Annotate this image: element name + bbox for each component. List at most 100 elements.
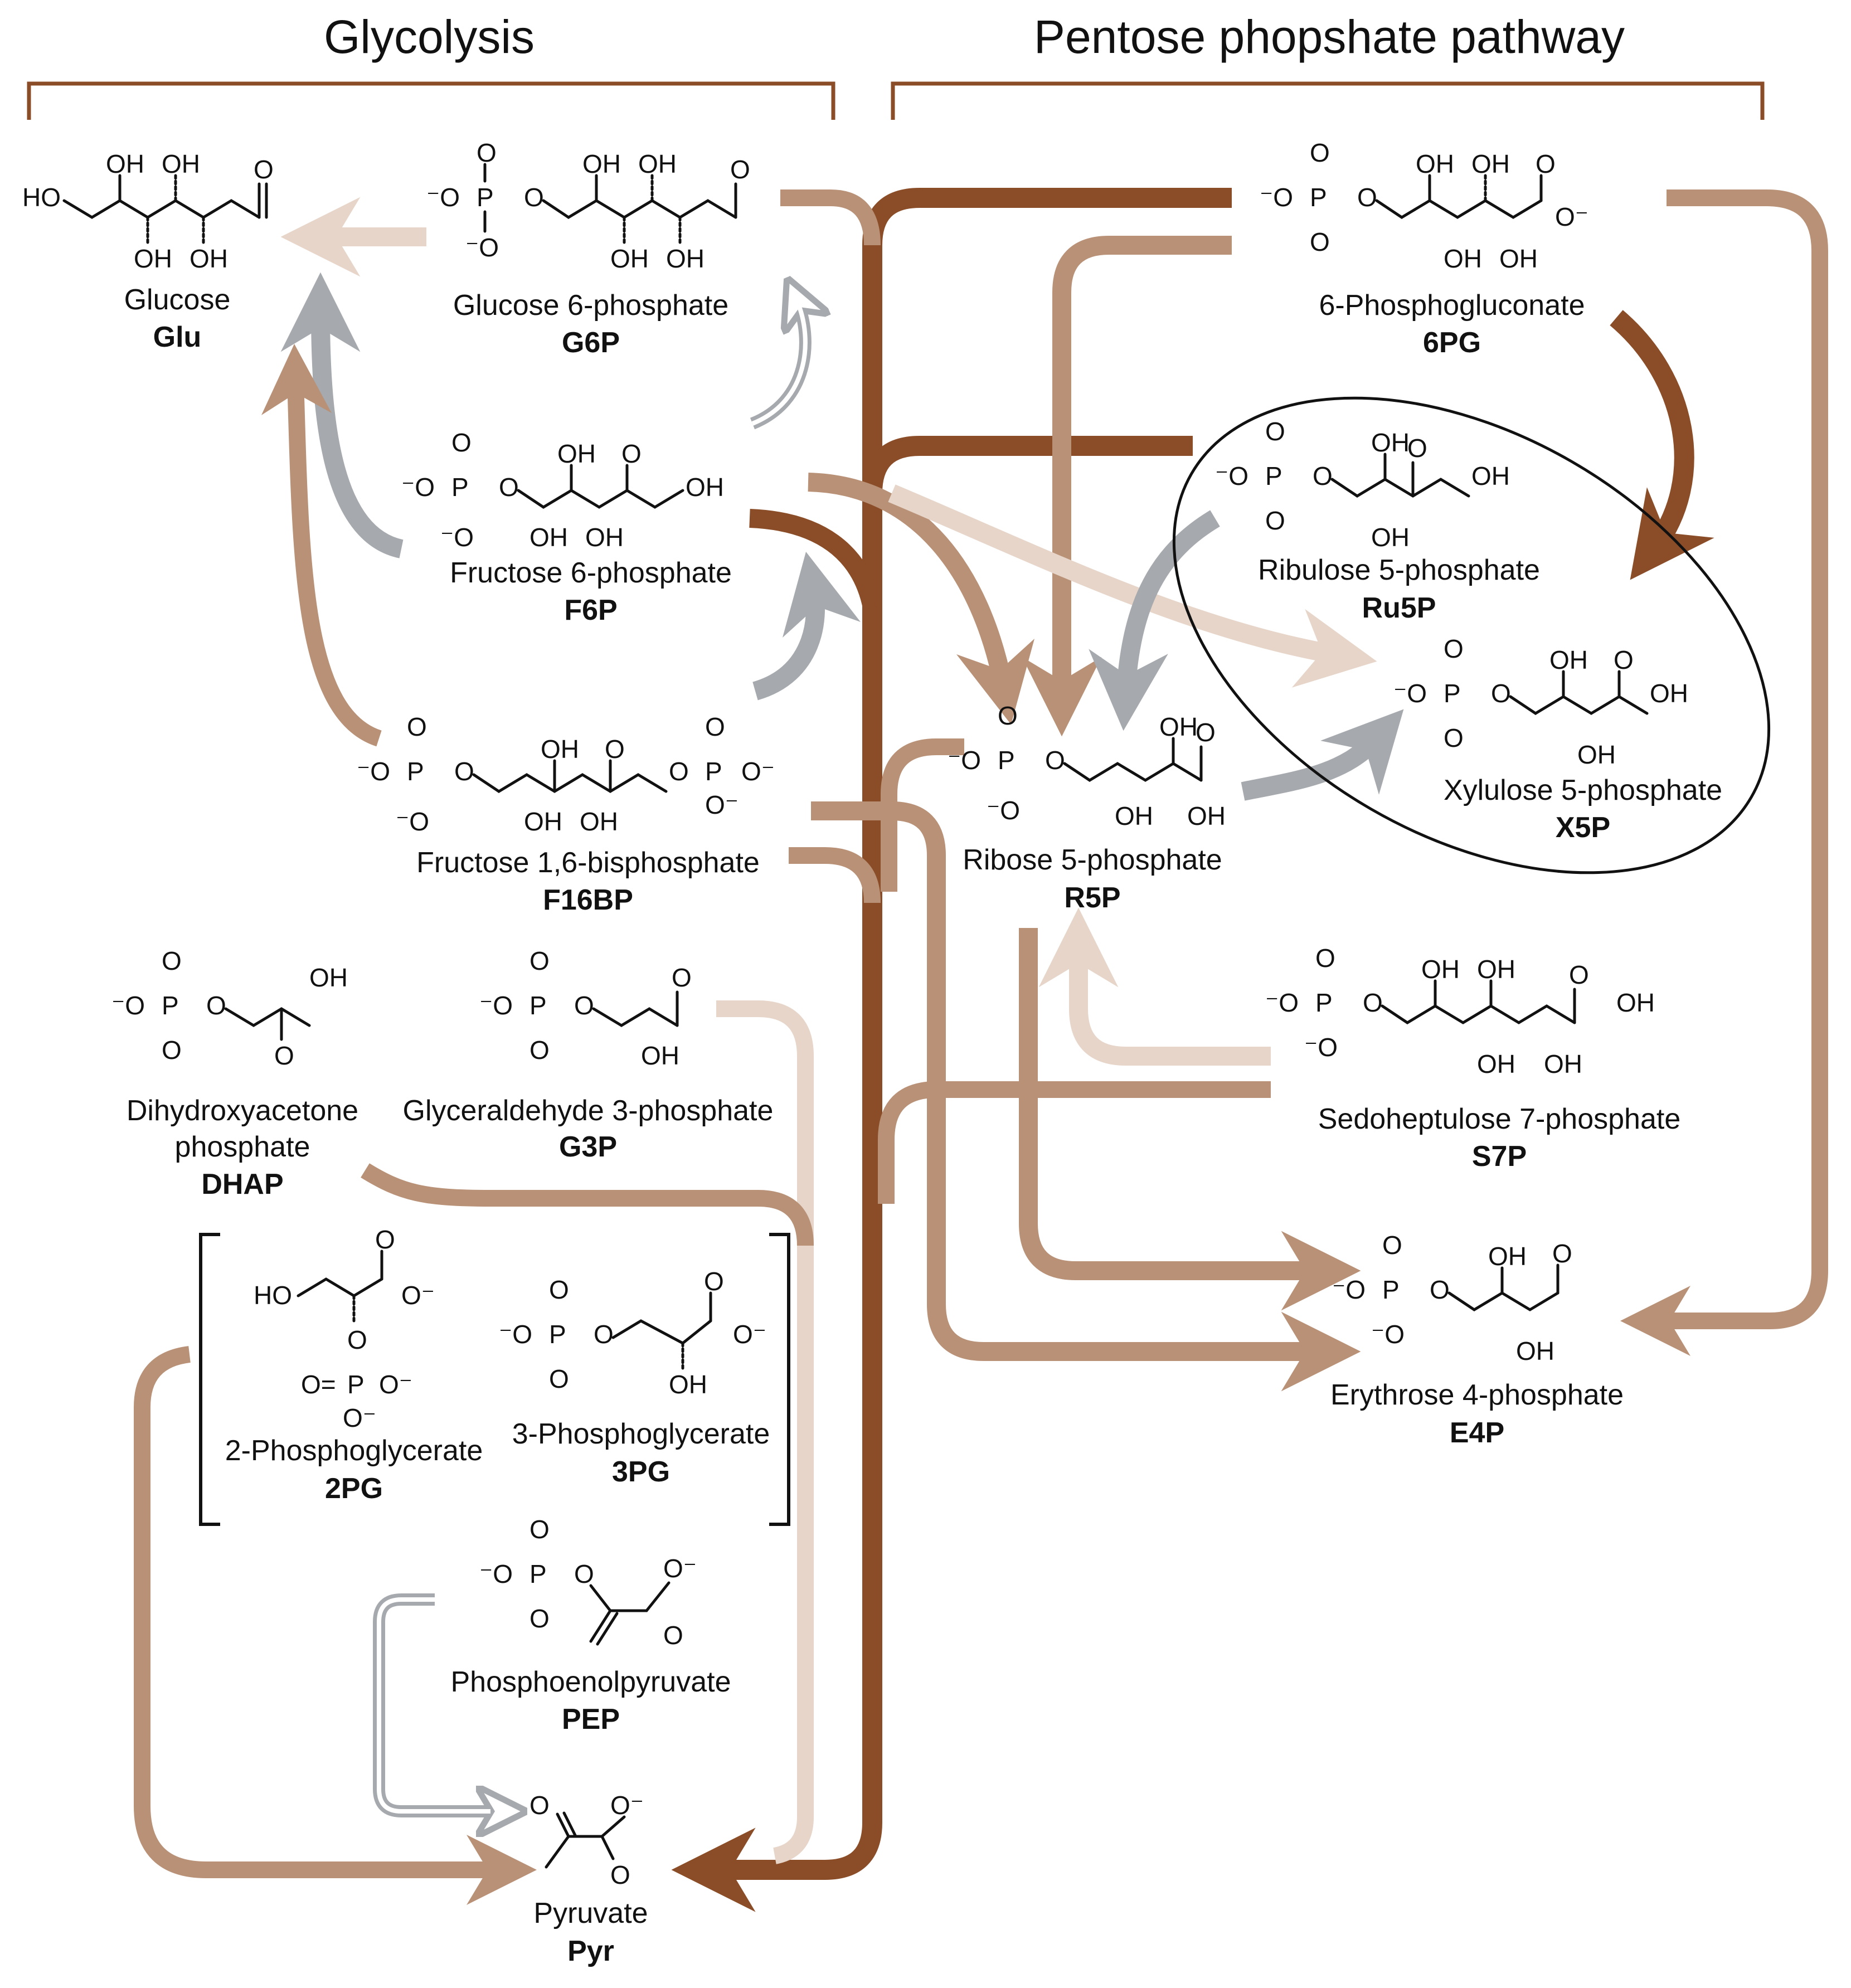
svg-text:O⁻: O⁻ [401, 1281, 435, 1310]
g3p-structure: ⁻O P O O O O OH [479, 946, 692, 1070]
arrow-pep-to-pyr [373, 1593, 502, 1811]
svg-text:OH: OH [1416, 149, 1454, 178]
svg-text:O: O [1265, 417, 1285, 446]
arrow-f6p-to-x5p [888, 484, 1377, 688]
svg-text:OH: OH [309, 963, 348, 992]
svg-text:O: O [274, 1041, 294, 1070]
svg-text:O: O [663, 1621, 683, 1650]
svg-text:OH: OH [1471, 149, 1510, 178]
svg-text:O: O [669, 757, 689, 786]
svg-text:OH: OH [1488, 1242, 1527, 1271]
svg-text:O: O [529, 1791, 550, 1820]
svg-text:O: O [499, 473, 519, 502]
svg-text:OH: OH [610, 244, 649, 273]
ru5p-structure: ⁻O P O O O O OH OH OH [1215, 417, 1510, 552]
svg-text:OH: OH [1650, 679, 1688, 708]
pyruvate-abbr: Pyr [567, 1935, 614, 1967]
header-ppp-group: Pentose phopshate pathway [891, 11, 1765, 120]
svg-text:O: O [407, 712, 427, 741]
arrow-s7p-to-trunk [878, 1081, 1271, 1204]
svg-text:OH: OH [134, 244, 172, 273]
svg-text:O: O [206, 991, 226, 1020]
svg-text:⁻O: ⁻O [1332, 1275, 1366, 1304]
svg-text:OH: OH [638, 149, 677, 178]
svg-text:P: P [1315, 988, 1333, 1017]
f16bp-name: Fructose 1,6-bisphosphate [416, 847, 760, 879]
f16bp-structure: ⁻O P O ⁻O O O OH OH OH O P O O⁻ O⁻ [357, 712, 775, 836]
3pg-structure: ⁻O P O O O O O⁻ OH [499, 1267, 766, 1399]
molecule-f6p: ⁻O P O ⁻O O O OH OH OH OH Fructose 6-pho… [401, 428, 732, 626]
ru5p-name: Ribulose 5-phosphate [1258, 554, 1540, 586]
svg-text:O: O [1382, 1231, 1402, 1260]
svg-text:O: O [730, 155, 750, 184]
arrow-6pg-to-r5p [1022, 236, 1232, 737]
svg-text:⁻O: ⁻O [1393, 679, 1427, 708]
glucose-structure: HO O OH OH OH OH [22, 149, 274, 273]
svg-text:O: O [254, 155, 274, 184]
svg-text:⁻O: ⁻O [1260, 183, 1293, 212]
svg-text:P: P [1310, 183, 1327, 212]
header-glycolysis-group: Glycolysis [27, 11, 835, 120]
arrow-g3p-to-pyr [716, 1000, 814, 1864]
svg-text:⁻O: ⁻O [426, 183, 460, 212]
dhap-name-line1: Dihydroxyacetone [127, 1095, 358, 1127]
header-glycolysis: Glycolysis [324, 11, 535, 63]
svg-text:OH: OH [666, 244, 705, 273]
molecule-3pg: ⁻O P O O O O O⁻ OH 3-Phosphoglycerate 3P… [499, 1267, 770, 1488]
svg-text:HO: HO [22, 183, 61, 212]
pep-name: Phosphoenolpyruvate [450, 1666, 731, 1698]
svg-text:O: O [1363, 988, 1383, 1017]
arrow-f6p-to-r5p [808, 473, 1034, 725]
molecule-ru5p: ⁻O P O O O O OH OH OH Ribulose 5-phospha… [1215, 417, 1540, 624]
svg-text:O: O [1614, 645, 1634, 674]
svg-text:P: P [1382, 1275, 1400, 1304]
svg-text:⁻O: ⁻O [1265, 988, 1299, 1017]
6pg-structure: ⁻O P O O O O O⁻ OH OH OH OH [1260, 138, 1588, 273]
svg-text:O: O [549, 1364, 569, 1393]
svg-text:OH: OH [1444, 244, 1482, 273]
g6p-structure: ⁻O P O ⁻O O O OH OH OH OH [426, 138, 750, 273]
f6p-structure: ⁻O P O ⁻O O O OH OH OH OH [401, 428, 724, 552]
svg-text:O: O [162, 1036, 182, 1065]
svg-text:⁻O: ⁻O [499, 1320, 532, 1349]
svg-text:HO: HO [254, 1281, 292, 1310]
f6p-abbr: F6P [564, 594, 617, 626]
svg-text:O: O [998, 701, 1018, 730]
svg-text:O: O [529, 1036, 550, 1065]
svg-text:OH: OH [524, 807, 562, 836]
svg-text:P: P [529, 1559, 547, 1588]
svg-text:O: O [1310, 227, 1330, 256]
phosphoglycerate-bracket [199, 1233, 790, 1526]
svg-text:OH: OH [1499, 244, 1538, 273]
6pg-name: 6-Phosphogluconate [1319, 289, 1585, 322]
svg-text:OH: OH [1187, 801, 1226, 830]
arrow-r5p-to-x5p [1241, 709, 1404, 801]
2pg-structure: HO O O⁻ O O= P O⁻ O⁻ [254, 1225, 435, 1432]
svg-text:O: O [549, 1275, 569, 1304]
svg-text:O: O [1491, 679, 1511, 708]
arrow-ru5p-to-r5p [1089, 510, 1220, 731]
svg-text:O: O [1536, 149, 1556, 178]
molecule-g3p: ⁻O P O O O O OH Glyceraldehyde 3-phospha… [403, 946, 774, 1163]
6pg-abbr: 6PG [1423, 327, 1481, 359]
s7p-name: Sedoheptulose 7-phosphate [1318, 1103, 1681, 1135]
svg-text:P: P [998, 746, 1015, 775]
svg-text:O: O [1444, 723, 1464, 752]
2pg-abbr: 2PG [325, 1472, 383, 1505]
svg-text:O: O [672, 963, 692, 992]
svg-text:O: O [1315, 944, 1335, 973]
arrow-f6p-to-trunk [749, 509, 882, 610]
svg-text:O: O [594, 1320, 614, 1349]
molecule-g6p: ⁻O P O ⁻O O O OH OH OH OH Glucose 6-phos… [426, 138, 750, 359]
svg-text:OH: OH [541, 735, 579, 764]
svg-text:⁻O: ⁻O [987, 796, 1020, 825]
svg-text:O: O [1552, 1239, 1572, 1268]
svg-text:P: P [1444, 679, 1461, 708]
svg-text:OH: OH [585, 523, 624, 552]
arrow-f16bp-to-e4p [811, 801, 1361, 1392]
svg-text:O: O [529, 946, 550, 975]
svg-text:O⁻: O⁻ [1555, 202, 1588, 231]
pyruvate-name: Pyruvate [533, 1897, 648, 1929]
molecule-pyruvate: O O⁻ O Pyruvate Pyr [529, 1791, 648, 1967]
arrow-trunk-to-pyr [671, 188, 1232, 1912]
